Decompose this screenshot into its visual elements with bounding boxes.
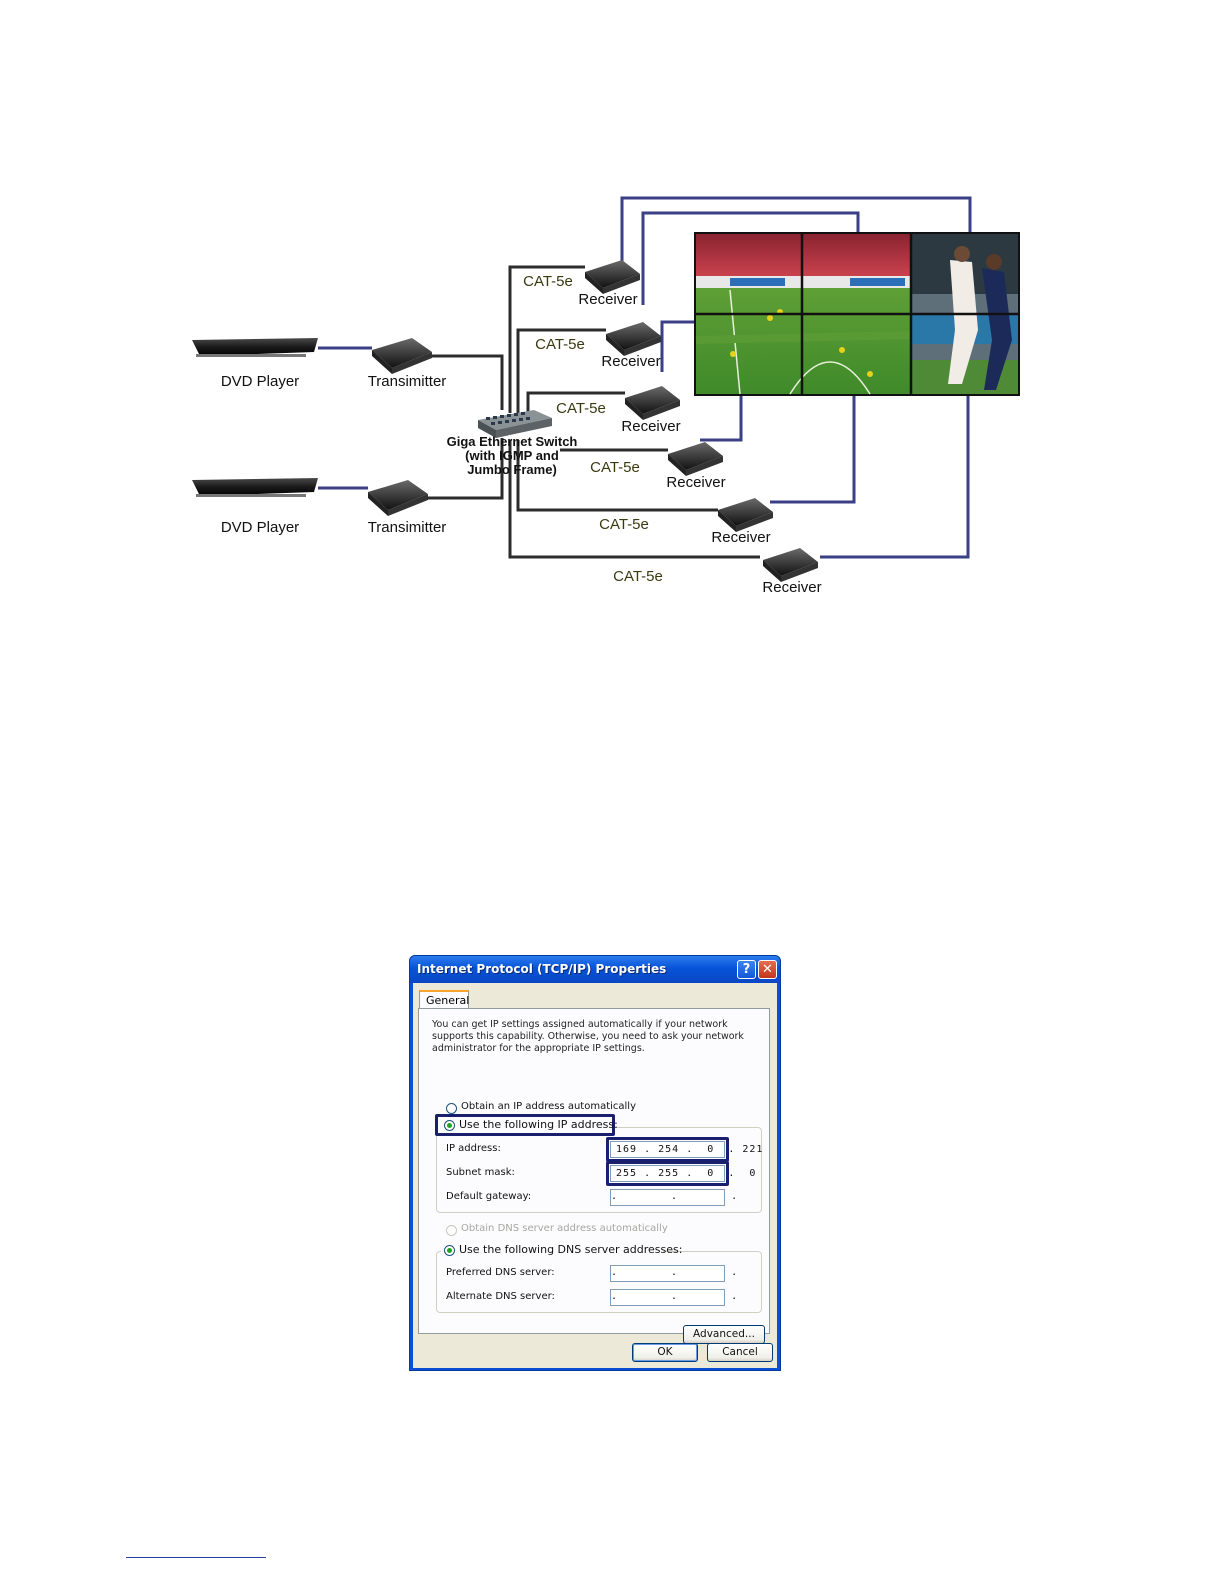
obtain-dns-radio[interactable] — [446, 1225, 457, 1236]
cable-label: CAT-5e — [599, 516, 649, 533]
cable-label: CAT-5e — [535, 336, 585, 353]
use-dns-radio[interactable] — [444, 1245, 455, 1256]
dialog-title: Internet Protocol (TCP/IP) Properties — [417, 962, 667, 976]
subnet-mask-label: Subnet mask: — [446, 1167, 515, 1178]
default-gateway-field[interactable]: . . . — [610, 1189, 737, 1206]
ip-address-label: IP address: — [446, 1143, 501, 1154]
hdmi-lines — [318, 196, 972, 559]
alternate-dns-field[interactable]: . . . — [610, 1289, 737, 1306]
receiver-icon — [625, 386, 680, 420]
subnet-mask-field[interactable]: 255 . 255 . 0 . 0 — [610, 1165, 755, 1182]
tab-general[interactable]: General — [419, 990, 469, 1009]
cable-label: CAT-5e — [613, 568, 663, 585]
dialog-client-area: General You can get IP settings assigned… — [413, 983, 777, 1368]
ip-address-highlight — [606, 1137, 729, 1162]
preferred-dns-label: Preferred DNS server: — [446, 1267, 555, 1278]
dvd-player-icon — [192, 478, 318, 497]
receiver-label: Receiver — [711, 529, 770, 546]
switch-label: Giga Ethernet Switch — [447, 434, 578, 449]
intro-text: You can get IP settings assigned automat… — [432, 1019, 744, 1054]
video-wall — [694, 232, 1020, 396]
general-panel: You can get IP settings assigned automat… — [418, 1008, 770, 1344]
dvd-player-label: DVD Player — [221, 373, 299, 390]
ip-address-field[interactable]: 169 . 254 . 0 . 221 — [610, 1141, 762, 1158]
cable-label: CAT-5e — [556, 400, 606, 417]
switch-label: Jumbo Frame) — [467, 462, 557, 477]
transmitter-icon — [368, 480, 428, 516]
preferred-dns-field[interactable]: . . . — [610, 1265, 737, 1282]
use-ip-highlight — [435, 1114, 615, 1136]
footer-rule — [126, 1557, 266, 1558]
obtain-ip-label: Obtain an IP address automatically — [461, 1101, 637, 1112]
switch-label: (with IGMP and — [465, 448, 559, 463]
use-dns-label: Use the following DNS server addresses: — [459, 1243, 683, 1256]
advanced-button[interactable]: Advanced... — [683, 1325, 765, 1344]
dialog-title-bar[interactable]: Internet Protocol (TCP/IP) Properties ? … — [410, 956, 780, 983]
receiver-label: Receiver — [578, 291, 637, 308]
subnet-mask-highlight — [606, 1161, 729, 1186]
receiver-label: Receiver — [621, 418, 680, 435]
obtain-ip-radio[interactable] — [446, 1103, 457, 1114]
transmitter-icon — [372, 338, 432, 374]
receiver-label: Receiver — [666, 474, 725, 491]
receiver-icon — [606, 322, 661, 356]
cable-label: CAT-5e — [590, 459, 640, 476]
help-icon[interactable]: ? — [737, 960, 756, 979]
receiver-icon — [585, 260, 640, 294]
receiver-icon — [718, 498, 773, 532]
close-icon[interactable]: ✕ — [758, 960, 777, 979]
use-ip-radio[interactable] — [444, 1120, 455, 1131]
dvd-player-label: DVD Player — [221, 519, 299, 536]
ethernet-switch-icon — [478, 410, 552, 438]
transmitter-label: Transimitter — [368, 373, 447, 390]
cat5e-lines — [423, 265, 760, 559]
dvd-player-icon — [192, 338, 318, 357]
receiver-label: Receiver — [601, 353, 660, 370]
receiver-icon — [668, 442, 723, 476]
cancel-button[interactable]: Cancel — [707, 1343, 773, 1362]
use-ip-label: Use the following IP address: — [459, 1118, 618, 1131]
tcpip-properties-dialog: Internet Protocol (TCP/IP) Properties ? … — [409, 955, 781, 1371]
ok-button[interactable]: OK — [632, 1343, 698, 1362]
cable-label: CAT-5e — [523, 273, 573, 290]
default-gateway-label: Default gateway: — [446, 1191, 532, 1202]
obtain-dns-label: Obtain DNS server address automatically — [461, 1223, 668, 1234]
transmitter-label: Transimitter — [368, 519, 447, 536]
receiver-icon — [763, 548, 818, 582]
dns-group-caption — [441, 1241, 663, 1257]
alternate-dns-label: Alternate DNS server: — [446, 1291, 555, 1302]
network-diagram: DVD Player DVD Player Transimitter Trans… — [192, 196, 1020, 596]
receiver-label: Receiver — [762, 579, 821, 596]
